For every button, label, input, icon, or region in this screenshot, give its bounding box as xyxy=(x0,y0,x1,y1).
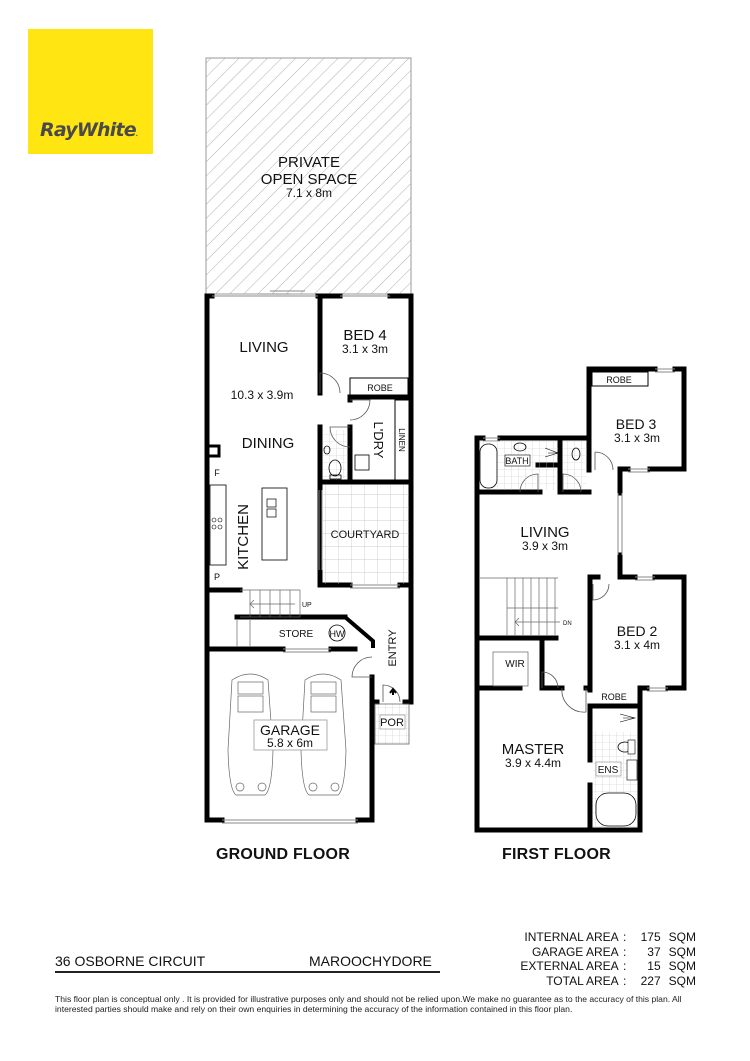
address-underline xyxy=(55,971,440,973)
room-ensuite: ENS xyxy=(598,765,619,776)
pantry-label: P xyxy=(214,572,220,582)
room-kitchen: KITCHEN xyxy=(235,504,252,570)
fridge-label: F xyxy=(214,468,220,478)
ground-floor-title: GROUND FLOOR xyxy=(216,846,350,863)
first-floor-labels: BED 3 3.1 x 3m ROBE BATH LIVING 3.9 x 3m… xyxy=(502,375,660,777)
room-bed3-dimensions: 3.1 x 3m xyxy=(614,431,660,445)
room-bed4-dimensions: 3.1 x 3m xyxy=(342,342,388,356)
area-row-total: TOTAL AREA: 227 SQM xyxy=(546,973,696,988)
ground-floor-labels: LIVING 10.3 x 3.9m DINING BED 4 3.1 x 3m… xyxy=(214,327,406,750)
open-space-dimensions: 7.1 x 8m xyxy=(286,186,332,200)
open-space-label-2: OPEN SPACE xyxy=(261,171,357,188)
room-living-dimensions: 10.3 x 3.9m xyxy=(231,388,294,402)
stairs-dn-label: DN xyxy=(563,621,572,627)
first-floor-title: FIRST FLOOR xyxy=(502,846,611,863)
room-bed2-dimensions: 3.1 x 4m xyxy=(614,638,660,652)
room-living: LIVING xyxy=(239,339,288,356)
area-row-garage: GARAGE AREA: 37 SQM xyxy=(531,944,696,959)
property-address: 36 OSBORNE CIRCUIT xyxy=(55,953,206,969)
room-bed4: BED 4 xyxy=(343,327,386,344)
room-porch: POR xyxy=(380,717,404,729)
room-master: MASTER xyxy=(502,741,565,758)
area-summary: INTERNAL AREA: 175 SQM GARAGE AREA: 37 S… xyxy=(500,930,696,988)
room-first-living: LIVING xyxy=(520,524,569,541)
hot-water-label: HW xyxy=(330,629,345,639)
room-bed3-robe: ROBE xyxy=(606,375,632,385)
stairs-up-label: UP xyxy=(302,602,312,609)
room-dining: DINING xyxy=(242,435,295,452)
area-row-internal: INTERNAL AREA: 175 SQM xyxy=(524,930,696,944)
open-space-label-1: PRIVATE xyxy=(278,154,340,171)
room-bath: BATH xyxy=(505,456,528,466)
room-store: STORE xyxy=(279,629,314,640)
room-entry: ENTRY xyxy=(387,629,399,667)
area-row-external: EXTERNAL AREA: 15 SQM xyxy=(520,959,696,973)
disclaimer-text: This floor plan is conceptual only . It … xyxy=(55,994,682,1014)
private-open-space: PRIVATE OPEN SPACE 7.1 x 8m xyxy=(205,57,412,295)
room-bed3: BED 3 xyxy=(616,416,657,432)
room-master-dimensions: 3.9 x 4.4m xyxy=(505,756,561,770)
room-laundry: L'DRY xyxy=(371,422,386,459)
logo-text: RayWhite. xyxy=(40,119,139,141)
room-courtyard: COURTYARD xyxy=(331,529,400,541)
first-floor-plan xyxy=(474,366,687,833)
ray-white-logo: RayWhite. xyxy=(28,29,153,154)
property-suburb: MAROOCHYDORE xyxy=(309,953,432,969)
room-bed2: BED 2 xyxy=(617,623,658,639)
room-first-living-dimensions: 3.9 x 3m xyxy=(522,539,568,553)
room-bed2-robe: ROBE xyxy=(601,692,627,702)
room-garage: GARAGE xyxy=(260,722,320,738)
room-bed4-robe: ROBE xyxy=(367,383,393,393)
room-linen: LINEN xyxy=(397,428,406,452)
room-wir: WIR xyxy=(505,659,524,670)
room-garage-dimensions: 5.8 x 6m xyxy=(267,736,313,750)
